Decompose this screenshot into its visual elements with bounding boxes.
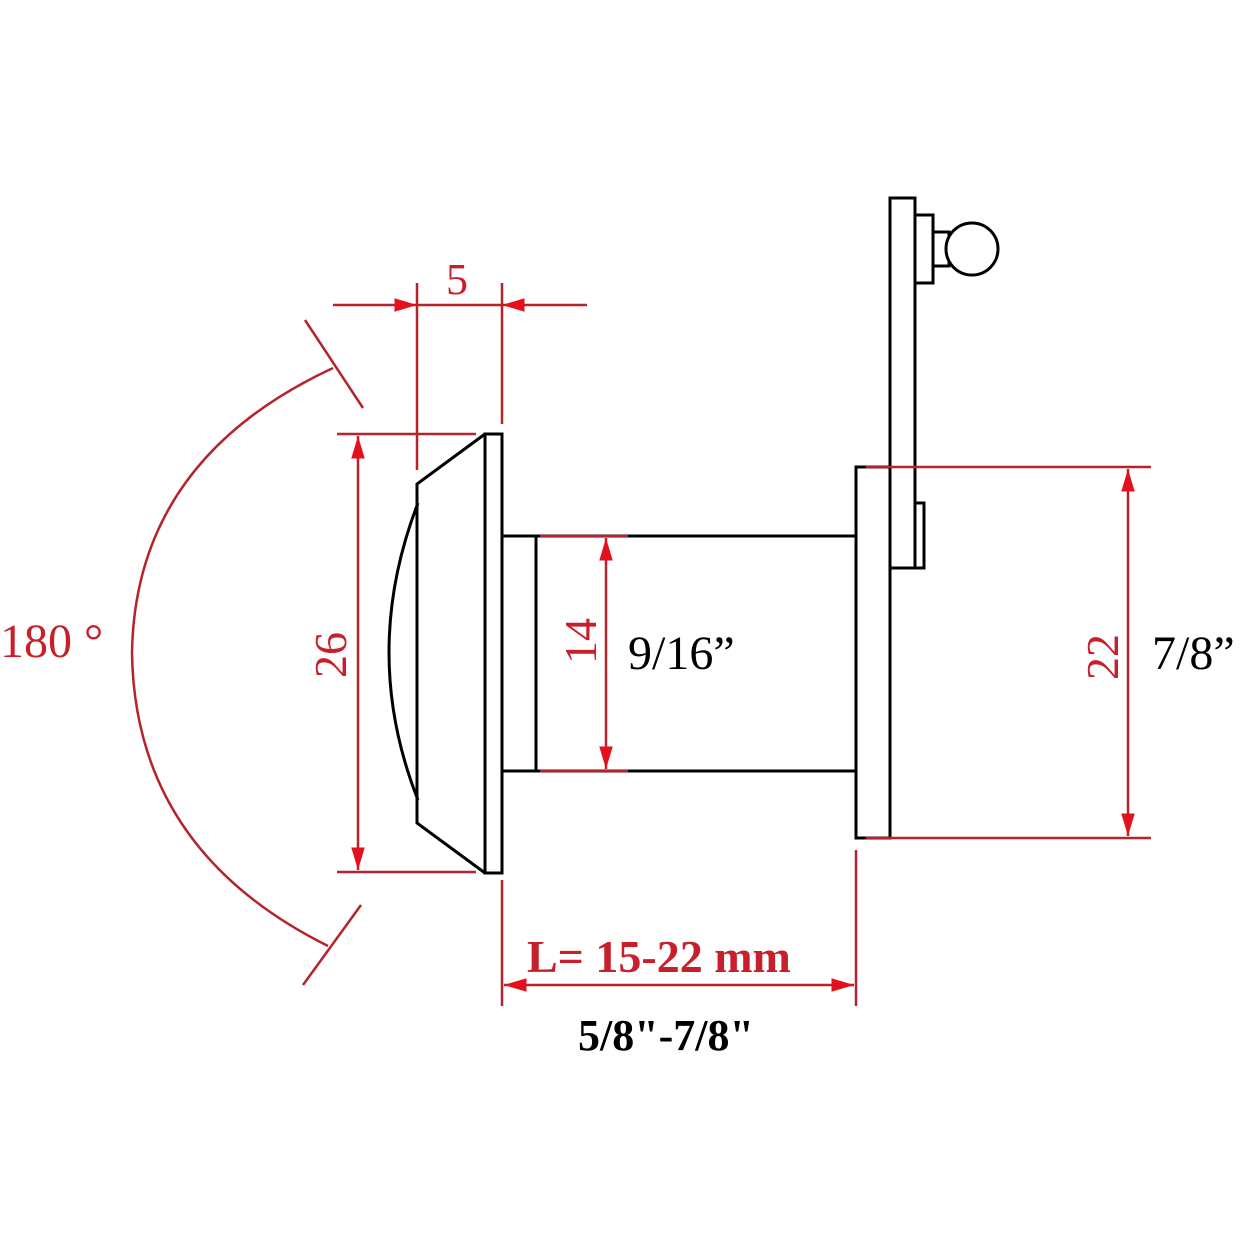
flange-thickness-label: 5 xyxy=(446,255,468,304)
barrel-diameter-imperial-label: 9/16” xyxy=(628,627,735,680)
viewing-angle-label: 180 ° xyxy=(0,615,104,668)
lens-head xyxy=(387,432,504,875)
privacy-cover xyxy=(888,196,1000,570)
eyepiece-diameter-label: 22 xyxy=(1077,634,1128,680)
eyepiece-diameter-imperial-label: 7/8” xyxy=(1152,627,1235,680)
length-label: L= 15-22 mm xyxy=(527,931,791,982)
length-imperial-label: 5/8"-7/8" xyxy=(578,1011,754,1060)
eyepiece-flange xyxy=(854,465,892,840)
barrel-diameter-label: 14 xyxy=(555,618,606,664)
head-diameter-label: 26 xyxy=(305,632,356,678)
dimension-lines xyxy=(130,283,1151,1006)
